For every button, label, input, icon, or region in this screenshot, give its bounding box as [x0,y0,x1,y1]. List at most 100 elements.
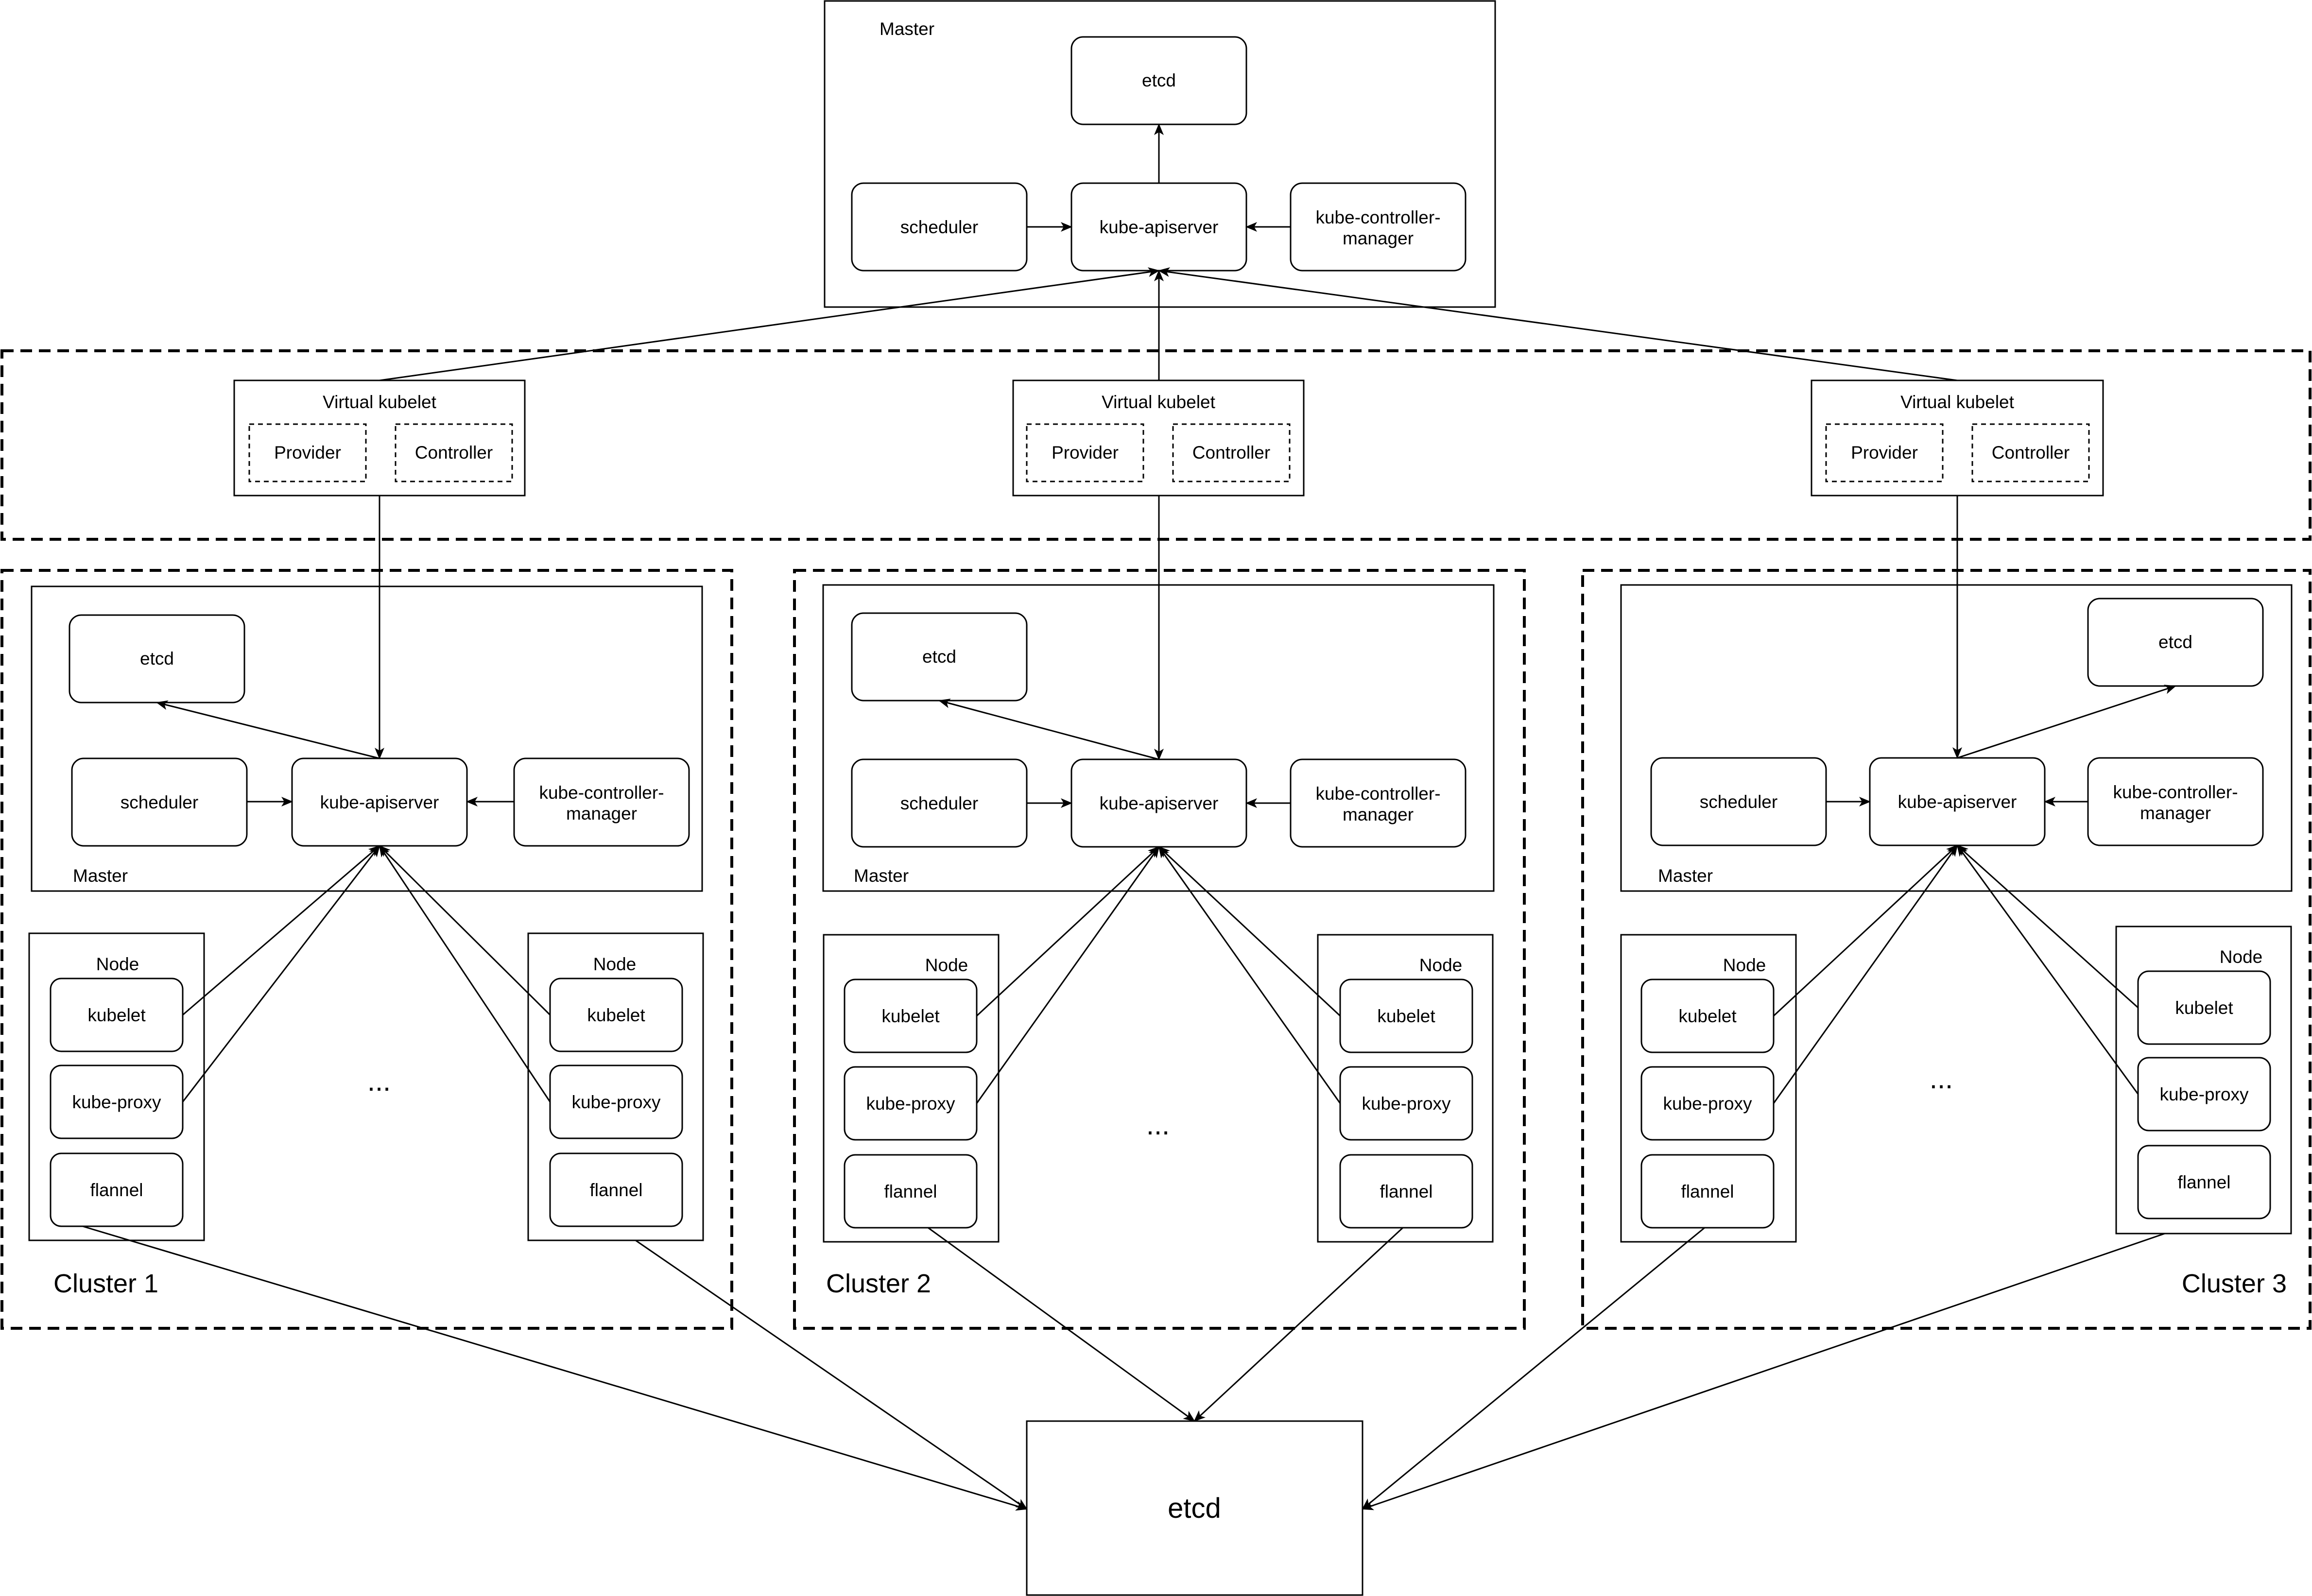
cluster-3-scheduler[interactable]: scheduler [1650,757,1827,846]
cluster-3-node-right-kubelet-label: kubelet [2175,998,2233,1018]
virtual-kubelet-1-label: Virtual kubelet [323,392,437,412]
top-scheduler[interactable]: scheduler [851,182,1028,272]
cluster-1-controller-manager-label-1: kube-controller- [539,783,664,803]
cluster-2-frame [793,569,1526,1330]
cluster-1-node-right-label: Node [593,954,636,974]
cluster-3-node-left-flannel-box[interactable] [1640,1154,1775,1229]
edge-cluster-1-apiserver-to-etcd [156,700,380,759]
cluster-1-scheduler[interactable]: scheduler [71,757,248,847]
cluster-2-etcd-label: etcd [922,647,956,667]
cluster-3-frame [1581,569,2312,1330]
virtual-kubelet-1-controller-label: Controller [415,443,493,463]
cluster-1-label: Cluster 1 [53,1269,158,1298]
cluster-1-master-label: Master [73,866,128,886]
cluster-1-node-left-flannel-box[interactable] [50,1152,184,1227]
top-apiserver-label: kube-apiserver [1100,217,1219,237]
top-master-label: Master [880,19,934,39]
cluster-1-frame [0,569,733,1330]
cluster-1-node-left-flannel-label: flannel [90,1180,143,1200]
shared-etcd[interactable]: etcd [1026,1420,1363,1596]
shared-etcd-box[interactable] [1026,1420,1363,1596]
cluster-3-node-right-flannel-box[interactable] [2137,1145,2271,1219]
top-etcd[interactable]: etcd [1070,36,1247,125]
cluster-1-etcd[interactable]: etcd [69,614,245,704]
cluster-3-master-label: Master [1658,866,1713,886]
virtual-kubelet-3-provider-box[interactable] [1825,423,1944,482]
cluster-3-node-right-flannel-label: flannel [2177,1172,2230,1192]
virtual-kubelet-3-controller-box[interactable] [1971,423,2090,482]
edge-cluster-2-right-proxy-to-apiserver [1158,846,1341,1104]
cluster-3-label: Cluster 3 [2182,1269,2287,1298]
cluster-2-node-left-flannel-box[interactable] [844,1154,978,1229]
cluster-1-node-right-flannel-box[interactable] [549,1152,683,1227]
cluster-1-controller-manager[interactable]: kube-controller- manager [513,757,690,847]
cluster-2-node-ellipsis: ... [1146,1109,1170,1141]
edge-cluster-3-apiserver-to-etcd [1957,685,2176,759]
cluster-3-etcd[interactable]: etcd [2087,598,2264,687]
edge-cluster-2-apiserver-to-etcd [938,699,1159,760]
virtual-kubelet-2-controller-box[interactable] [1172,423,1291,482]
cluster-3-node-left-flannel-label: flannel [1681,1182,1734,1201]
cluster-3-node-left-label: Node [1723,955,1766,975]
cluster-3-scheduler-label: scheduler [1700,792,1777,812]
cluster-3-apiserver[interactable]: kube-apiserver [1869,757,2046,846]
virtual-kubelet-1[interactable]: Virtual kubelet Provider Controller [233,379,526,497]
virtual-kubelet-2-provider-label: Provider [1052,443,1119,463]
cluster-2-node-right-flannel-box[interactable] [1339,1154,1473,1229]
cluster-3-controller-manager[interactable]: kube-controller- manager [2087,757,2264,846]
cluster-1-scheduler-label: scheduler [121,792,198,812]
cluster-3-node-ellipsis: ... [1930,1063,1953,1095]
edge-cluster-3-right-node-to-shared-etcd [1362,1233,2165,1510]
virtual-kubelet-2[interactable]: Virtual kubelet Provider Controller [1012,379,1305,497]
cluster-2-etcd[interactable]: etcd [851,612,1028,702]
virtual-kubelet-band: Virtual kubelet Provider Controller Virt… [0,267,2312,541]
top-apiserver[interactable]: kube-apiserver [1070,182,1247,272]
cluster-1-apiserver[interactable]: kube-apiserver [291,757,468,847]
cluster-1: Cluster 1 Master etcd scheduler kube-api… [0,496,733,1330]
virtual-kubelet-1-provider-box[interactable] [248,423,367,482]
cluster-1-node-right-kubelet-label: kubelet [587,1005,645,1025]
virtual-kubelet-3[interactable]: Virtual kubelet Provider Controller [1811,379,2104,497]
cluster-3-node-left-kube-proxy-label: kube-proxy [1663,1094,1752,1114]
cluster-2-node-right-flannel-label: flannel [1380,1182,1432,1201]
cluster-3-controller-manager-label-2: manager [2140,803,2211,823]
edge-cluster-2-left-kubelet-to-apiserver [976,846,1160,1017]
cluster-3-node-left: Node kubelet kube-proxy flannel [1620,934,1797,1243]
cluster-2-controller-manager[interactable]: kube-controller- manager [1290,758,1467,848]
cluster-3-node-right: Node kubelet kube-proxy flannel [2115,926,2292,1235]
virtual-kubelet-2-provider-box[interactable] [1026,423,1144,482]
cluster-2-node-right-label: Node [1419,955,1462,975]
cluster-1-node-right-flannel-label: flannel [589,1180,642,1200]
cluster-1-controller-manager-label-2: manager [566,804,637,824]
cluster-1-apiserver-label: kube-apiserver [320,792,439,812]
cluster-2-apiserver[interactable]: kube-apiserver [1070,758,1247,848]
cluster-1-node-right-kube-proxy-label: kube-proxy [571,1092,661,1112]
virtual-kubelet-1-provider-label: Provider [274,443,341,463]
edge-cluster-1-right-kubelet-to-apiserver [379,845,551,1016]
cluster-2-controller-manager-label-1: kube-controller- [1315,784,1440,804]
cluster-2-label: Cluster 2 [826,1269,931,1298]
edge-vk3-to-top-apiserver [1158,267,1958,381]
cluster-3-node-right-label: Node [2220,947,2262,967]
virtual-kubelet-band-frame [0,349,2312,541]
cluster-1-node-ellipsis: ... [367,1065,391,1097]
edge-cluster-1-left-kubelet-to-apiserver [182,845,380,1016]
cluster-2-master-label: Master [854,866,909,886]
cluster-1-node-left: Node kubelet kube-proxy flannel [28,932,205,1241]
top-etcd-label: etcd [1142,70,1176,90]
virtual-kubelet-3-controller-label: Controller [1992,443,2070,463]
cluster-2-scheduler-label: scheduler [900,793,978,813]
shared-etcd-label: etcd [1168,1493,1221,1524]
virtual-kubelet-1-controller-box[interactable] [395,423,513,482]
cluster-3-apiserver-label: kube-apiserver [1898,792,2017,812]
edge-cluster-3-right-proxy-to-apiserver [1956,844,2139,1095]
top-controller-manager[interactable]: kube-controller- manager [1290,182,1467,272]
virtual-kubelet-2-controller-label: Controller [1192,443,1270,463]
top-controller-manager-label-2: manager [1343,228,1414,248]
cluster-3-node-right-kube-proxy-label: kube-proxy [2159,1084,2249,1104]
cluster-2-scheduler[interactable]: scheduler [851,758,1028,848]
cluster-2-node-left-flannel-label: flannel [884,1182,937,1201]
virtual-kubelet-3-provider-label: Provider [1851,443,1918,463]
cluster-1-node-left-label: Node [96,954,139,974]
edge-cluster-2-left-flannel-to-shared-etcd [928,1227,1195,1422]
